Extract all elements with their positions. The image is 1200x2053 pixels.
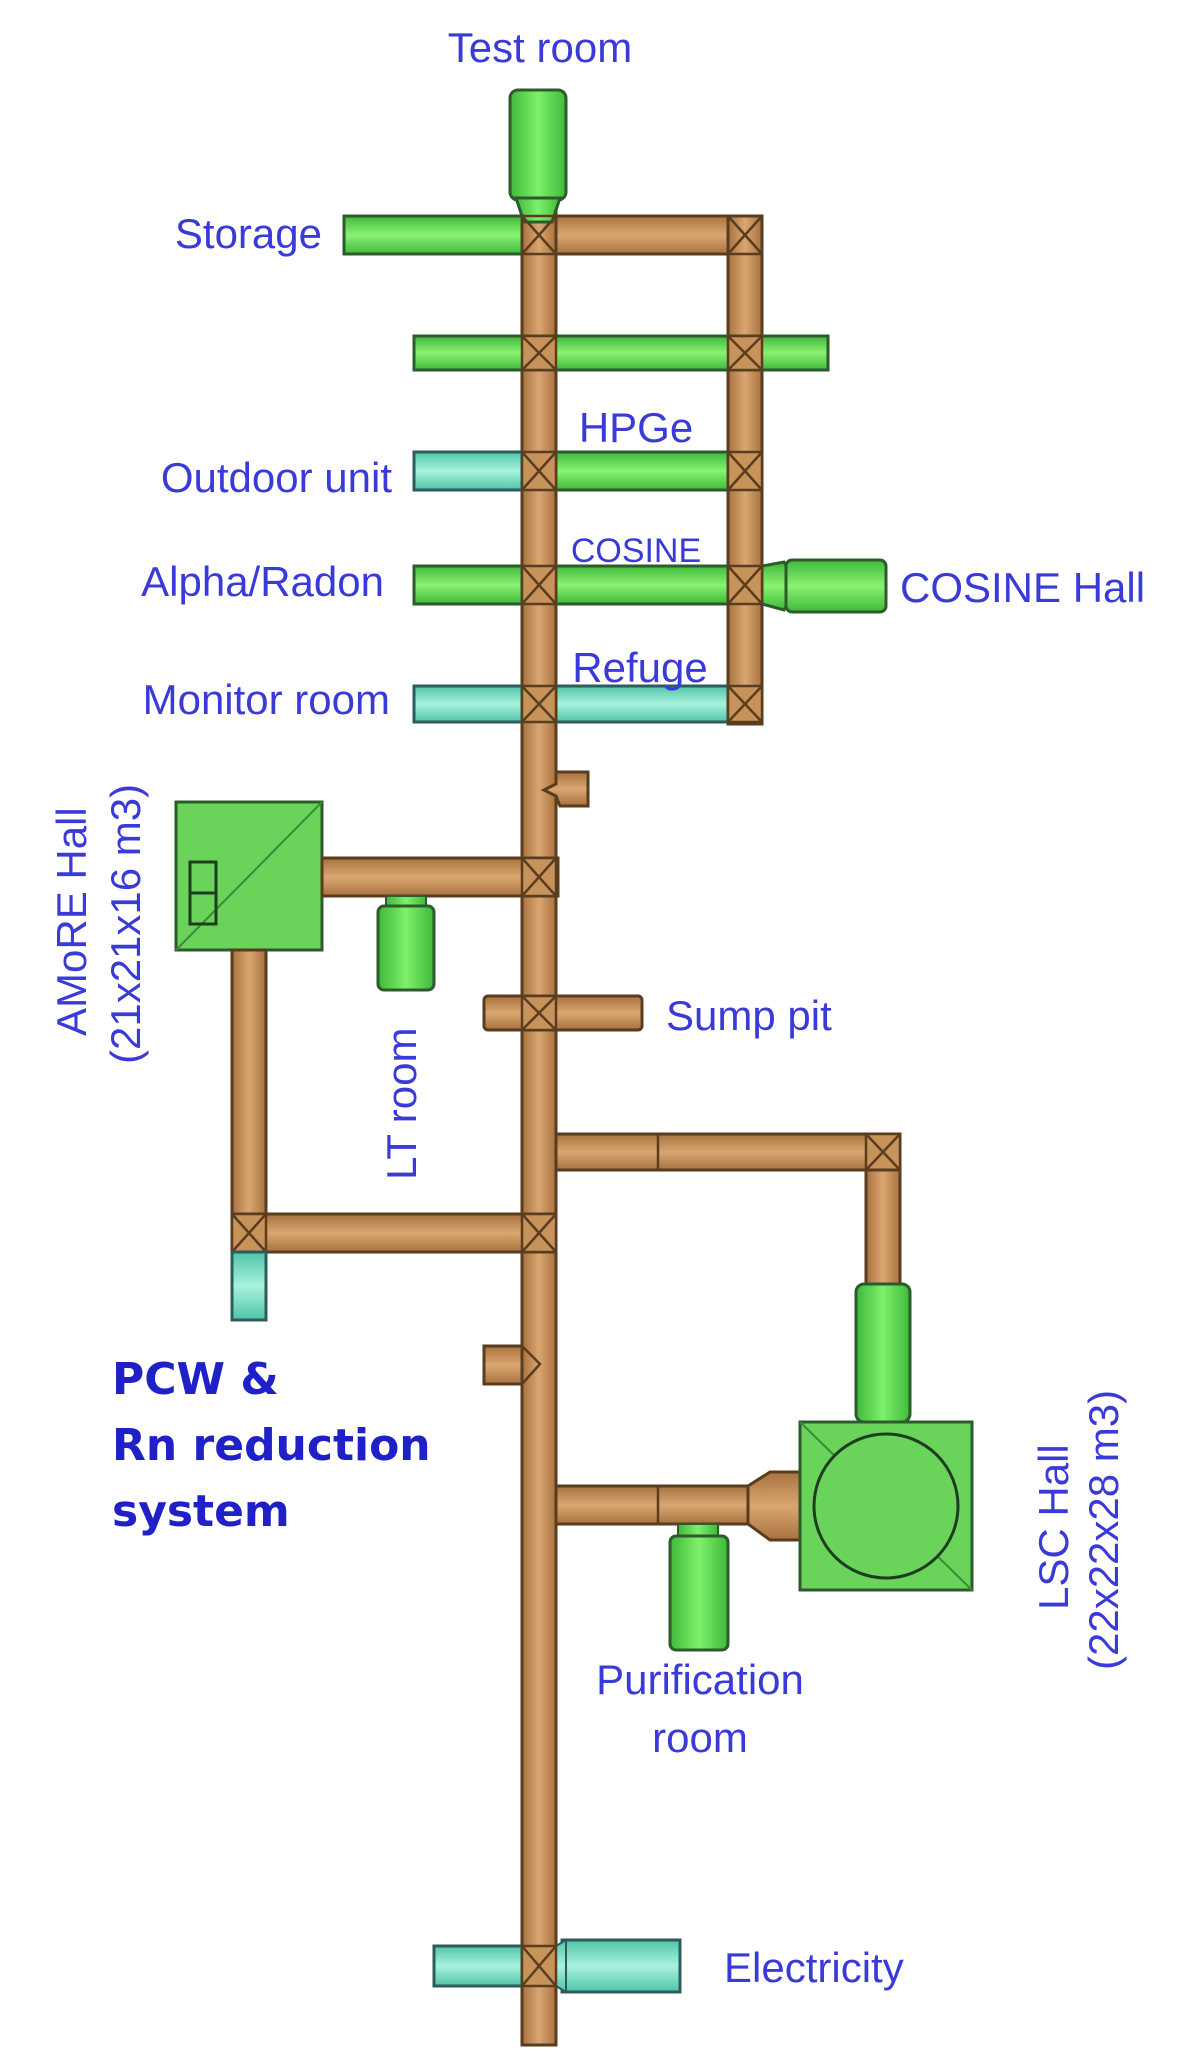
electricity-room-left — [432, 1944, 524, 1988]
test-room-block — [508, 88, 568, 202]
amore-junction — [520, 856, 558, 898]
sump-pit-junction — [520, 994, 558, 1032]
main-tunnel — [520, 208, 558, 2047]
pcw-junction — [230, 1212, 268, 1254]
electricity-junction — [520, 1944, 558, 1988]
lsc-upper-tunnel — [554, 1132, 902, 1172]
label-hpge: HPGe — [579, 404, 693, 451]
label-lsc-hall: LSC Hall — [1030, 1444, 1077, 1610]
label-pcw-line1: PCW & — [112, 1354, 279, 1405]
lsc-lower-tunnel — [554, 1484, 750, 1526]
label-test-room: Test room — [448, 24, 632, 71]
sump-pit-tunnel — [482, 994, 644, 1032]
alpha-radon-room — [412, 564, 524, 606]
lsc-vertical-tunnel — [864, 1168, 902, 1286]
label-amore-size: (21x21x16 m3) — [102, 784, 149, 1064]
label-lsc-size: (22x22x28 m3) — [1080, 1390, 1127, 1670]
label-monitor-room: Monitor room — [143, 676, 390, 723]
label-refuge: Refuge — [572, 644, 707, 691]
label-cosine-hall: COSINE Hall — [900, 564, 1145, 611]
amore-access-tunnel — [320, 856, 560, 898]
electricity-room-right — [560, 1938, 682, 1994]
label-pcw-line2: Rn reduction — [112, 1420, 431, 1471]
label-electricity: Electricity — [724, 1944, 904, 1991]
cosine-room — [554, 564, 730, 606]
tunnel-stub-lower — [482, 1344, 524, 1386]
hpge-room — [554, 450, 730, 492]
label-sump-pit: Sump pit — [666, 992, 832, 1039]
label-amore-hall: AMoRE Hall — [48, 807, 95, 1036]
lsc-hall-taper — [746, 1470, 802, 1542]
green-gallery-2 — [412, 334, 830, 372]
pcw-room-block — [230, 1250, 268, 1322]
label-cosine: COSINE — [571, 532, 701, 570]
label-purification-line2: room — [652, 1714, 748, 1761]
junction-crosses — [520, 214, 764, 724]
label-outdoor-unit: Outdoor unit — [161, 454, 392, 501]
purification-room-block — [668, 1534, 730, 1652]
lsc-hall-detector — [812, 1432, 960, 1580]
label-storage: Storage — [175, 210, 322, 257]
lower-cross-tunnel — [230, 1212, 558, 1254]
amore-vertical-tunnel — [230, 948, 268, 1236]
label-pcw-line3: system — [112, 1486, 290, 1537]
lower-cross-junction — [520, 1212, 558, 1254]
lsc-top-vessel — [854, 1282, 912, 1424]
label-lt-room: LT room — [378, 1028, 425, 1181]
label-purification-line1: Purification — [596, 1656, 804, 1703]
lt-room-block — [376, 904, 436, 992]
tunnel-stub-upper — [540, 770, 590, 808]
refuge-room — [554, 684, 730, 724]
cosine-hall-block — [784, 558, 888, 614]
monitor-room — [412, 684, 524, 724]
label-alpha-radon: Alpha/Radon — [141, 558, 384, 605]
storage-room — [342, 214, 524, 256]
outdoor-unit-room — [412, 450, 524, 492]
lsc-corner-junction — [864, 1132, 902, 1172]
